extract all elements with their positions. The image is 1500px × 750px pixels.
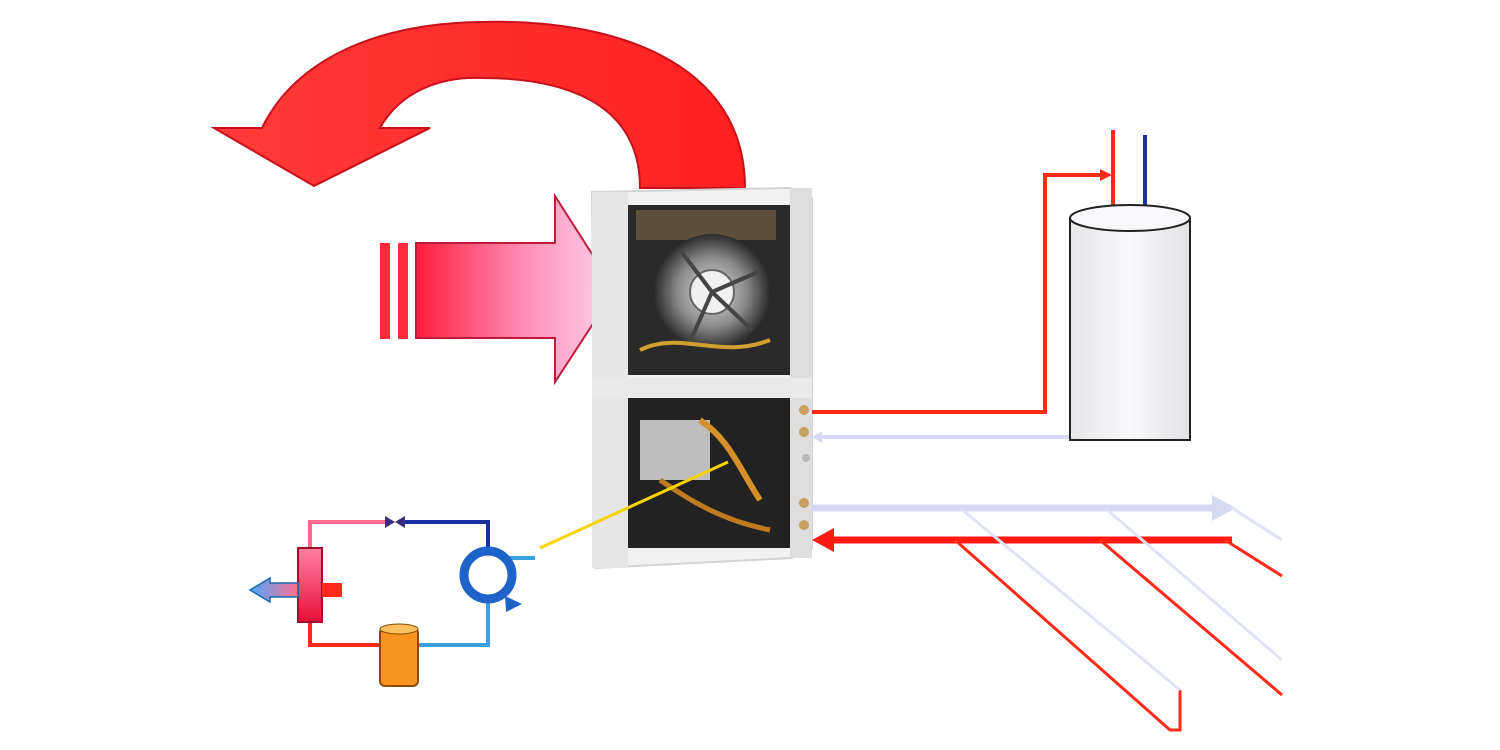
air-intake-arrow xyxy=(380,192,617,386)
pointer-line xyxy=(539,460,729,550)
receiver-icon xyxy=(379,623,419,687)
refrigeration-circuit xyxy=(248,516,535,687)
fan-icon xyxy=(654,234,770,350)
water-heater-tank xyxy=(1069,204,1191,441)
compressor-icon xyxy=(459,546,522,612)
heat-pump-unit xyxy=(590,186,813,570)
tank-supply-pipes xyxy=(812,130,1147,443)
curved-hot-air-arrow xyxy=(210,20,747,189)
heat-exchanger-icon xyxy=(248,547,342,623)
ground-loop-pipes xyxy=(812,495,1283,732)
expansion-valve-icon xyxy=(385,516,405,528)
